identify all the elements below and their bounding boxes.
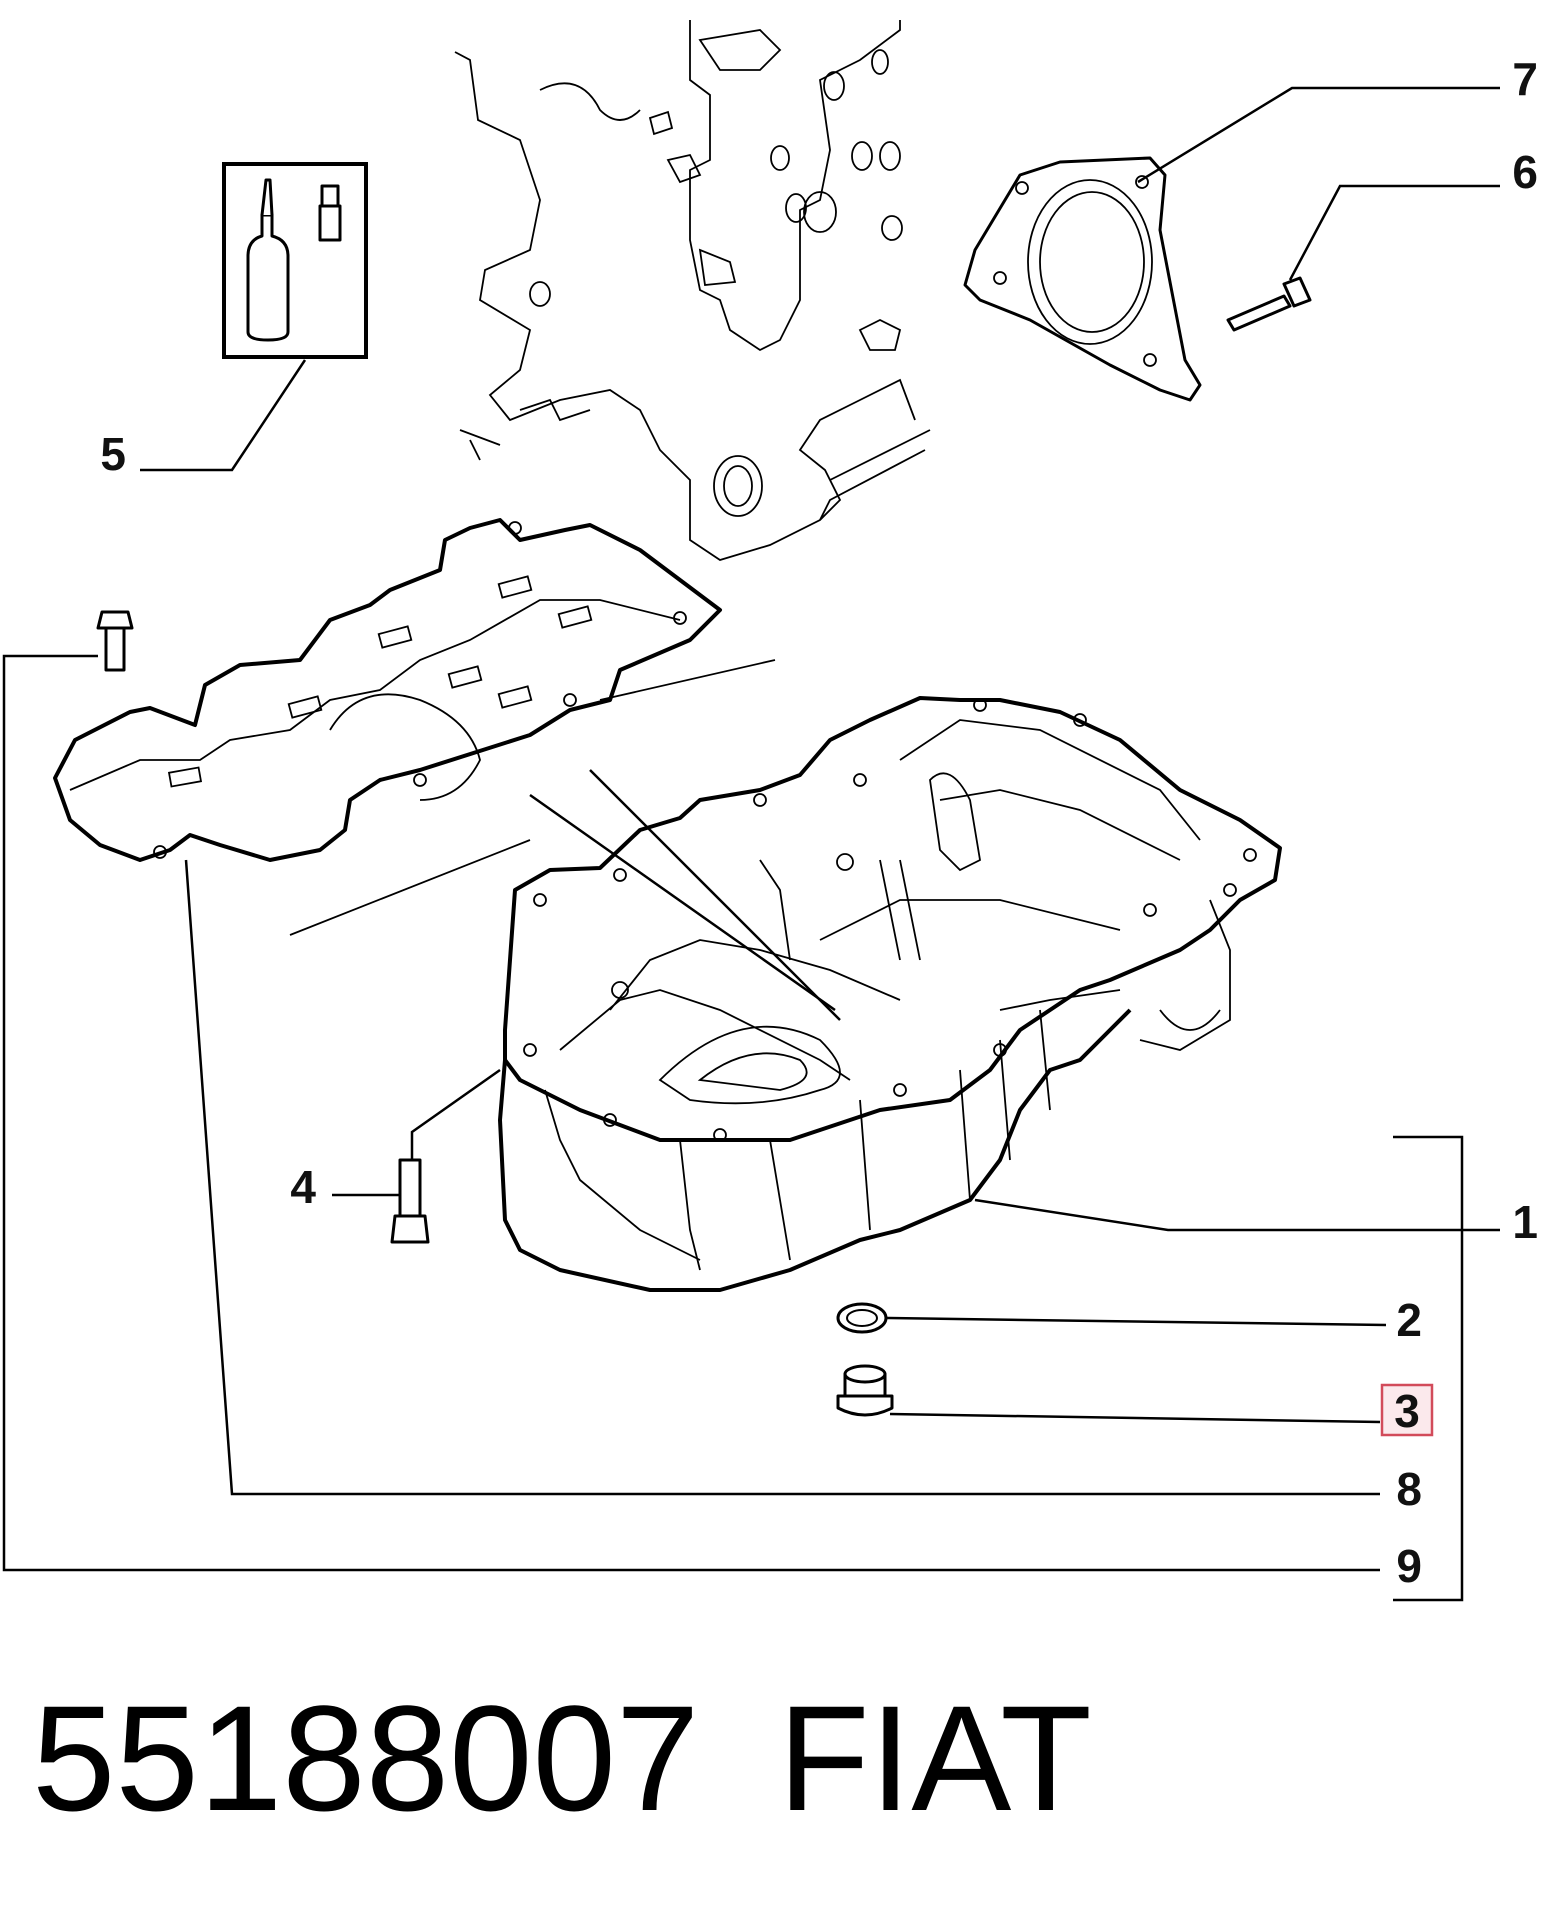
oil-sump — [498, 696, 1282, 1292]
baffle-plate — [53, 518, 722, 862]
callout-3-highlight[interactable]: 3 — [1380, 1383, 1434, 1437]
callout-2: 2 — [1396, 1294, 1422, 1346]
callout-9: 9 — [1396, 1540, 1422, 1592]
leader-lines — [2, 86, 1500, 1602]
flange-bolt — [1226, 276, 1312, 332]
callout-6: 6 — [1512, 146, 1538, 198]
drain-plug — [836, 1364, 894, 1417]
callout-1: 1 — [1512, 1196, 1538, 1248]
sump-bolt — [390, 1158, 430, 1244]
callout-5: 5 — [100, 428, 126, 480]
callout-3: 3 — [1394, 1385, 1420, 1437]
sealant-kit — [222, 162, 368, 359]
part-number: 55188007 — [32, 1674, 699, 1842]
drain-washer — [836, 1302, 888, 1334]
callout-4: 4 — [290, 1161, 316, 1213]
callout-8: 8 — [1396, 1463, 1422, 1515]
brand-name: FIAT — [778, 1674, 1092, 1842]
baffle-bolt — [96, 610, 134, 672]
callout-7: 7 — [1512, 53, 1538, 105]
seal-flange — [963, 156, 1202, 402]
engine-block — [454, 20, 931, 561]
